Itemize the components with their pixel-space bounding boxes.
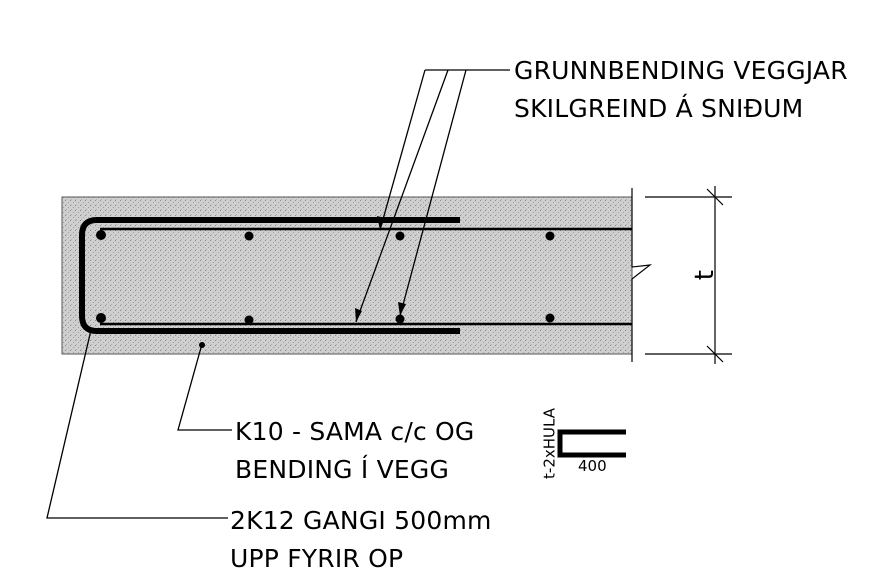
thickness-dimension: [645, 186, 732, 364]
thickness-dimension-label: t: [690, 269, 721, 281]
break-line: [631, 188, 653, 362]
callout-main-reinforcement-line2: SKILGREIND Á SNIÐUM: [514, 94, 804, 123]
bar-dot: [395, 314, 405, 324]
callout-u-bar-line1: K10 - SAMA c/c OG: [235, 417, 475, 446]
leader-arrowheads: [355, 216, 406, 322]
bar-height-label: t-2xHULA: [540, 408, 559, 479]
bar-dot: [545, 313, 555, 323]
callout-opening-bars-line2: UPP FYRIR OP: [230, 544, 404, 573]
leader-u-bar-dot: [199, 342, 205, 348]
callout-main-reinforcement-line1: GRUNNBENDING VEGGJAR: [514, 56, 848, 85]
bar-dot: [244, 315, 254, 325]
bar-shape-sketch: [557, 429, 626, 458]
callout-opening-bars-line1: 2K12 GANGI 500mm: [230, 506, 492, 535]
bar-dot: [96, 313, 106, 323]
leader-main-reinforcement: [355, 69, 510, 323]
concrete-wall-section: [61, 196, 633, 355]
leader-u-bar: [177, 343, 232, 431]
bar-dot: [545, 231, 555, 241]
bar-dot: [395, 231, 405, 241]
callout-u-bar-line2: BENDING Í VEGG: [235, 455, 450, 484]
bar-dot: [96, 230, 106, 240]
leader-opening-bars: [46, 329, 228, 519]
bar-leg-length-label: 400: [578, 457, 607, 475]
bar-dot: [244, 231, 254, 241]
